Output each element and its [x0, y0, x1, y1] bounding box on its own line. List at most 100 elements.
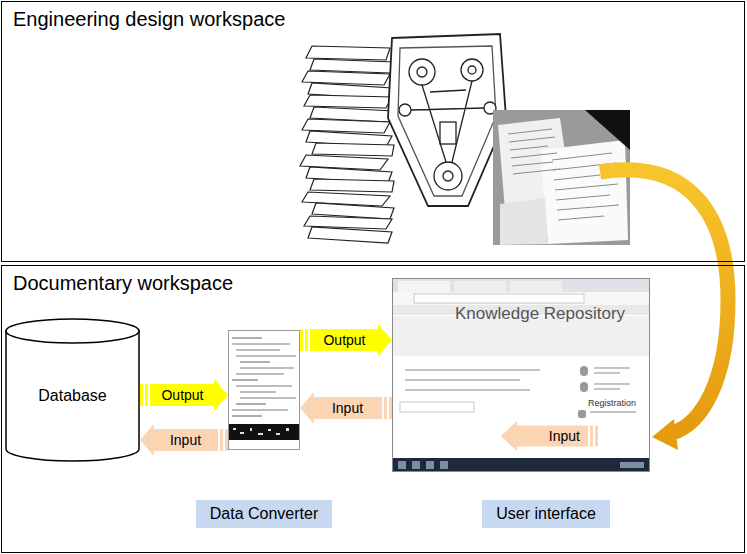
- converter-screenshot-part-part: [232, 343, 290, 344]
- interface-screenshot-part-part: [594, 388, 620, 390]
- paper-stack-part: [304, 95, 392, 108]
- mechanical-drawing: [388, 34, 506, 206]
- input-arrow: Input: [501, 421, 598, 451]
- paper-stack-part: [308, 227, 392, 243]
- interface-screenshot-part-part: [580, 382, 588, 392]
- curved-arrow-part: [652, 419, 678, 450]
- interface-screenshot-part-part: [398, 461, 406, 469]
- arrow-stripe: [218, 428, 220, 452]
- converter-screenshot-part: [228, 330, 300, 450]
- mechanical-drawing-part: [411, 81, 484, 162]
- workspace-band: Documentary workspaceDatabaseData Conver…: [1, 265, 745, 553]
- document-photo-part: [585, 110, 630, 150]
- document-photo-part-part: [552, 153, 612, 160]
- converter-screenshot: [228, 330, 300, 450]
- converter-screenshot-part-part: [236, 373, 284, 374]
- cylinder-top: [6, 319, 139, 343]
- converter-screenshot-part-part: [232, 409, 288, 410]
- interface-screenshot-part: [392, 458, 650, 472]
- interface-screenshot-part-part: [405, 369, 540, 371]
- interface-screenshot-part: [392, 292, 650, 305]
- document-photo-part: [500, 198, 548, 245]
- interface-screenshot-part: [510, 281, 562, 292]
- interface-screenshot-part-part: [405, 379, 520, 381]
- converter-screenshot-part-part: [236, 403, 266, 404]
- document-photo-part-part: [510, 146, 548, 150]
- document-photo-part-part: [558, 216, 604, 220]
- converter-screenshot-part: [232, 338, 296, 416]
- converter-screenshot-part-part: [258, 433, 263, 435]
- interface-screenshot-part: [398, 281, 450, 292]
- paper-stack-part: [310, 179, 394, 192]
- mechanical-drawing-part: [398, 46, 496, 196]
- interface-screenshot-part-part: [594, 367, 630, 369]
- paper-stack-part: [312, 143, 394, 156]
- converter-screenshot-part-part: [236, 355, 296, 356]
- screen-heading: Knowledge Repository: [455, 304, 625, 324]
- converter-screenshot-part-part: [232, 379, 258, 380]
- interface-screenshot-part-part: [620, 462, 644, 468]
- data-converter-screen: Data Converter: [228, 330, 300, 450]
- interface-screenshot-part-part: [590, 411, 636, 413]
- converter-screenshot-part-part: [236, 349, 280, 350]
- interface-screenshot-part: [578, 366, 588, 418]
- converter-screenshot-part-part: [276, 433, 280, 435]
- mechanical-drawing-part: [440, 122, 456, 144]
- database-cylinder: Database: [5, 318, 140, 462]
- interface-screenshot-part: [392, 278, 650, 292]
- screen-text: Registration: [588, 397, 636, 409]
- interface-screenshot-part-part: [594, 372, 620, 374]
- cylinder-body: [6, 330, 139, 461]
- interface-screenshot-part: [414, 294, 584, 303]
- paper-stack-part: [306, 46, 390, 60]
- paper-stack: [300, 46, 394, 243]
- block-arrow-body: [300, 392, 392, 424]
- interface-screenshot-part-part: [412, 461, 420, 469]
- document-photo-part-part: [557, 205, 619, 210]
- interface-screenshot-part: [400, 402, 474, 412]
- converter-screenshot-part-part: [240, 391, 276, 392]
- arrow-stripe: [148, 383, 150, 407]
- document-photo-part-part: [555, 184, 618, 190]
- mechanical-drawing-part: [399, 104, 411, 116]
- converter-screenshot-part-part: [286, 428, 289, 431]
- interface-screenshot-part: [454, 281, 506, 292]
- arrow-label: Input: [330, 400, 365, 416]
- block-arrow: [140, 379, 228, 411]
- curved-arrow-part: [600, 170, 728, 433]
- paper-stack-part: [310, 59, 394, 73]
- block-arrow-body: [140, 424, 228, 456]
- interface-screenshot-part-part: [594, 383, 630, 385]
- interface-screenshot-part-part: [580, 366, 588, 376]
- arrow-stripe: [223, 428, 225, 452]
- converter-screenshot-part-part: [268, 429, 271, 431]
- band-title: Documentary workspace: [13, 271, 233, 295]
- mechanical-drawing-part: [443, 171, 453, 181]
- arrow-stripe: [387, 396, 389, 420]
- converter-screenshot-part-part: [240, 397, 296, 398]
- converter-screenshot-part-part: [236, 385, 292, 386]
- node-caption: Data Converter: [196, 500, 333, 528]
- converter-screenshot-part-part: [232, 415, 262, 416]
- arrow-label: Output: [159, 387, 205, 403]
- arrow-stripe: [143, 383, 145, 407]
- block-arrow: [300, 392, 392, 424]
- interface-screenshot-part-part: [440, 461, 448, 469]
- mechanical-drawing-part: [388, 34, 506, 206]
- converter-screenshot-part: [233, 428, 289, 435]
- mechanical-drawing-part: [468, 66, 476, 74]
- interface-screenshot: [392, 278, 650, 472]
- document-photo-part-part: [554, 175, 600, 180]
- interface-screenshot-part-part: [426, 461, 434, 469]
- document-photo-part-part: [508, 129, 552, 134]
- arrow-stripe: [303, 328, 305, 352]
- node-label: Database: [38, 386, 107, 406]
- mechanical-drawing-part: [434, 162, 462, 190]
- interface-screenshot-part-part: [405, 389, 530, 391]
- document-photo-part-part: [513, 169, 560, 174]
- converter-screenshot-part-part: [240, 361, 270, 362]
- mechanical-drawing-part: [409, 59, 435, 85]
